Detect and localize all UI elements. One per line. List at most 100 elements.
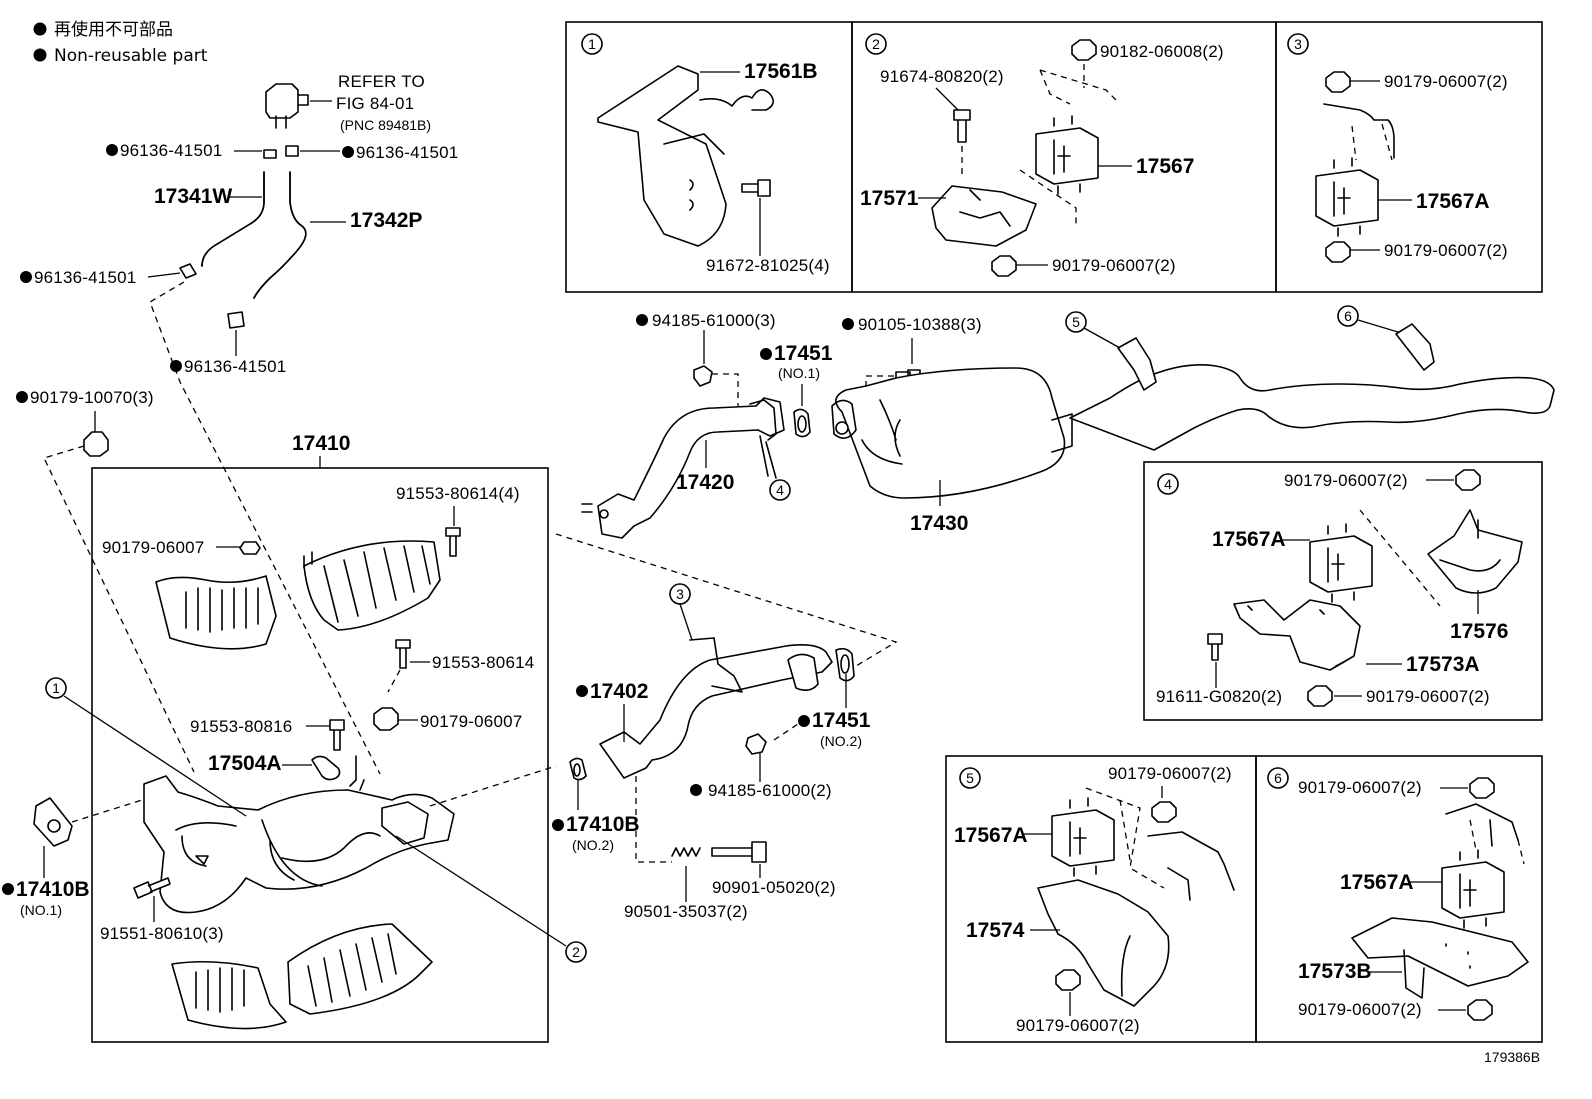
callout-3-box-num: 3 (1294, 36, 1302, 52)
bolt-91611-g0820[interactable] (1207, 633, 1223, 661)
bolt-91553-80614[interactable] (395, 639, 411, 669)
nut-90179-06007-box6-top[interactable] (1469, 777, 1495, 799)
nut-90179-06007-b[interactable] (373, 707, 399, 731)
hose-clamp-lower-right[interactable] (227, 311, 245, 329)
bolt-90901-05020[interactable] (711, 841, 767, 863)
nut-90179-06007-box3-top[interactable] (1325, 71, 1351, 93)
detail-box-4: 4 90179-06007(2) 17567A 17576 17573A 916… (1143, 461, 1543, 721)
center-pipe-17420[interactable] (597, 397, 785, 539)
label-17567a-box6: 17567A (1340, 871, 1414, 894)
label-17561b: 17561B (744, 60, 818, 83)
nut-90179-06007-box2[interactable] (991, 255, 1017, 277)
nut-90179-06007-box6-bot[interactable] (1467, 999, 1493, 1021)
heat-shield-upper-right[interactable] (303, 540, 441, 631)
detail-box-1: 1 17561B 91672-81025(4) (565, 21, 853, 293)
bracket-17573b[interactable] (1351, 917, 1529, 987)
label-90179-06007-box4-bot: 90179-06007(2) (1366, 687, 1490, 706)
legend-bullet-1 (33, 22, 47, 36)
bracket-17420[interactable] (759, 435, 777, 479)
callout-2-box-num: 2 (872, 36, 880, 52)
hanger-bracket-6[interactable] (1395, 323, 1435, 371)
heat-shield-lower-right[interactable] (287, 923, 433, 1015)
label-90179-06007-box5-top: 90179-06007(2) (1108, 764, 1232, 783)
bracket-17574[interactable] (1037, 879, 1170, 1007)
callout-1-left-num: 1 (52, 680, 60, 696)
front-pipe-group: 3 17402 17451 (NO.2) 94185-61000(2) 1741… (429, 533, 898, 921)
nut-90179-06007-box5-top[interactable] (1151, 801, 1177, 823)
refer-line2: FIG 84-01 (336, 94, 414, 113)
refer-line1: REFER TO (338, 72, 425, 91)
hose-clamp-lower-left[interactable] (179, 263, 197, 279)
callout-6-mid-num: 6 (1344, 308, 1352, 324)
nut-90179-06007-box4-top[interactable] (1455, 469, 1481, 491)
callout-6-mid[interactable] (1337, 305, 1359, 327)
hose-clamp-top-left[interactable] (263, 149, 277, 159)
clamp-label-b: 96136-41501 (356, 143, 458, 162)
center-pipe-group: 94185-61000(3) 17451 (NO.1) 90105-10388(… (581, 305, 1555, 539)
label-90179-06007-b: 90179-06007 (420, 712, 522, 731)
label-90501-35037: 90501-35037(2) (624, 902, 748, 921)
label-17410b-no2-sub: (NO.2) (572, 837, 614, 853)
bolt-91553-80614-4[interactable] (445, 527, 461, 557)
hose-clamp-top-right[interactable] (285, 145, 299, 157)
callout-2-left[interactable] (565, 941, 587, 963)
bracket-17576[interactable] (1427, 509, 1523, 594)
flange-17402-rear[interactable] (787, 653, 819, 692)
label-17451-no1-sub: (NO.1) (778, 365, 820, 381)
nut-90182-06008[interactable] (1071, 39, 1097, 61)
label-90179-10070: 90179-10070(3) (30, 388, 154, 407)
label-91553-80816: 91553-80816 (190, 717, 292, 736)
label-17410: 17410 (292, 432, 350, 455)
nut-90179-06007-box5-bot[interactable] (1055, 969, 1081, 991)
label-90179-06007-box6-bot: 90179-06007(2) (1298, 1000, 1422, 1019)
clamp-label-c: 96136-41501 (34, 268, 136, 287)
nut-94185-61000-2[interactable] (745, 733, 767, 755)
vacuum-sensor[interactable] (265, 83, 299, 119)
label-17451-no2: 17451 (812, 709, 871, 732)
hose-17342p[interactable] (253, 171, 307, 299)
label-90179-06007-box3-top: 90179-06007(2) (1384, 72, 1508, 91)
tail-pipe[interactable] (1069, 364, 1555, 451)
callout-6-box (1267, 767, 1289, 789)
label-17430: 17430 (910, 512, 968, 535)
callout-6-box-num: 6 (1274, 770, 1282, 786)
label-17567a-box3: 17567A (1416, 190, 1490, 213)
callout-2-box (865, 33, 887, 55)
label-17410b-no1: 17410B (16, 878, 90, 901)
label-17576: 17576 (1450, 620, 1508, 643)
callout-4-mid[interactable] (769, 479, 791, 501)
bracket-17573a[interactable] (1233, 599, 1361, 671)
label-91672-81025: 91672-81025(4) (706, 256, 830, 275)
hanger-bracket-5[interactable] (1117, 337, 1157, 391)
label-17451-no2-sub: (NO.2) (820, 733, 862, 749)
bracket-17561b[interactable] (597, 65, 727, 247)
heat-shield-lower-left[interactable] (171, 960, 287, 1030)
bolt-91674-80820[interactable] (953, 109, 971, 143)
clamp-label-d: 96136-41501 (184, 357, 286, 376)
nut-90179-06007-box3-bot[interactable] (1325, 241, 1351, 263)
bolt-91672-81025[interactable] (741, 179, 771, 197)
nut-94185-61000-3[interactable] (693, 365, 713, 387)
label-17571: 17571 (860, 187, 919, 210)
bolt-91551-80610[interactable] (133, 877, 171, 899)
nut-90179-06007-a[interactable] (239, 541, 261, 555)
bolt-91553-80816[interactable] (329, 719, 345, 751)
label-17341w: 17341W (154, 185, 232, 208)
sensor-17504a[interactable] (311, 755, 341, 781)
front-pipe-17402[interactable] (599, 644, 833, 779)
catalytic-converter-17410[interactable] (143, 775, 455, 914)
label-90901-05020: 90901-05020(2) (712, 878, 836, 897)
callout-5-mid[interactable] (1065, 311, 1087, 333)
spring-90501-35037[interactable] (671, 847, 701, 857)
pipe-rear-flange[interactable] (381, 801, 429, 845)
callout-5-mid-num: 5 (1072, 314, 1080, 330)
label-91611-g0820: 91611-G0820(2) (1156, 687, 1282, 706)
figure-id: 179386B (1484, 1049, 1540, 1065)
callout-5-box (959, 767, 981, 789)
callout-1-left[interactable] (45, 677, 67, 699)
nut-90179-10070[interactable] (83, 431, 109, 457)
label-91553-80614: 91553-80614 (432, 653, 534, 672)
callout-2-left-num: 2 (572, 944, 580, 960)
muffler-17430[interactable] (835, 367, 1066, 499)
nut-90179-06007-box4-bot[interactable] (1307, 685, 1333, 707)
